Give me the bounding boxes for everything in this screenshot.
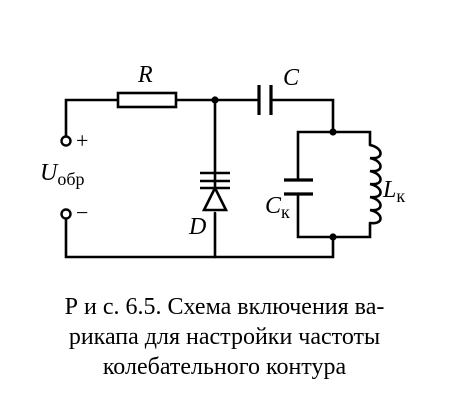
label-Lk: Lк bbox=[382, 177, 405, 206]
label-D: D bbox=[188, 214, 206, 240]
label-C: C bbox=[283, 65, 300, 91]
figure-caption: Р и с. 6.5. Схема включения ва- рикапа д… bbox=[10, 292, 439, 382]
junction-dot bbox=[329, 233, 337, 241]
wire-plus-to-resistor bbox=[64, 98, 120, 139]
junction-dot bbox=[211, 96, 219, 104]
wire-bottom-rail bbox=[64, 216, 335, 259]
wire-capacitor-to-tank bbox=[270, 98, 335, 134]
wire-tank-top bbox=[296, 130, 372, 182]
varicap-diode-D bbox=[200, 171, 230, 212]
label-Ck-main: C bbox=[265, 193, 282, 219]
terminal-plus bbox=[60, 135, 72, 147]
capacitor-Ck bbox=[284, 178, 313, 196]
label-U-subscript: обр bbox=[57, 169, 84, 189]
label-Lk-subscript: к bbox=[396, 186, 405, 206]
caption-line-2: рикапа для настройки частоты bbox=[68, 324, 381, 350]
junction-dot bbox=[329, 128, 337, 136]
capacitor-C bbox=[257, 85, 273, 115]
caption-line-3: колебательного контура bbox=[102, 354, 347, 380]
circuit-diagram: R C + − Uобр D Cк Lк bbox=[40, 62, 405, 259]
label-Ck-subscript: к bbox=[281, 202, 290, 222]
wire-tank-bottom bbox=[296, 192, 372, 239]
wires bbox=[64, 98, 372, 259]
caption-line-1: Р и с. 6.5. Схема включения ва- bbox=[64, 294, 385, 320]
label-Ck: Cк bbox=[265, 193, 290, 222]
label-U-obr: Uобр bbox=[40, 160, 85, 189]
terminal-minus bbox=[60, 208, 72, 220]
label-Lk-main: L bbox=[382, 177, 396, 203]
resistor-R bbox=[116, 91, 178, 109]
label-plus: + bbox=[76, 128, 88, 153]
label-U: U bbox=[40, 160, 59, 186]
label-R: R bbox=[137, 62, 153, 88]
inductor-Lk bbox=[369, 143, 382, 225]
label-minus: − bbox=[76, 200, 88, 225]
